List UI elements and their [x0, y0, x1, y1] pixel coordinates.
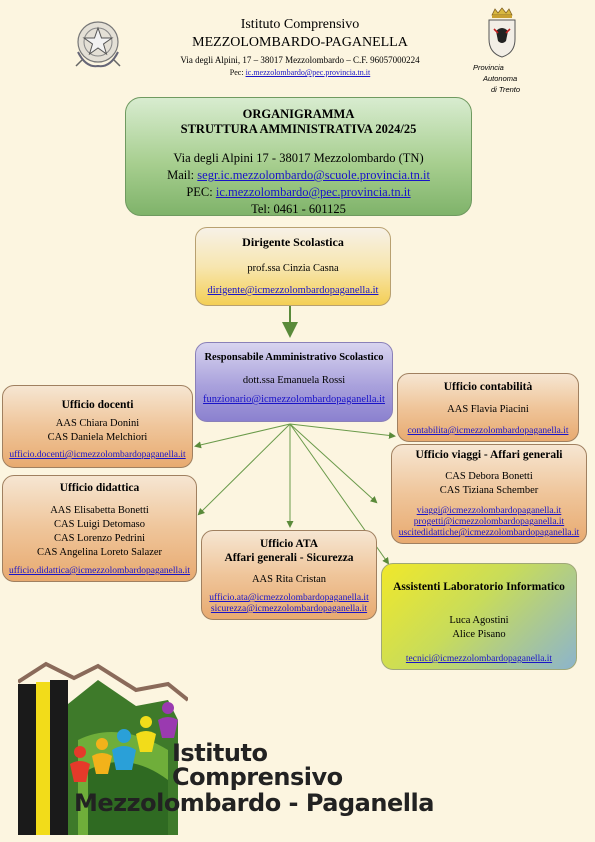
- school-pec: Pec: ic.mezzolombardo@pec.provincia.tn.i…: [229, 68, 371, 77]
- logo-text-line2: Comprensivo: [172, 763, 343, 791]
- responsabile-email-link[interactable]: funzionario@icmezzolombardopaganella.it: [203, 394, 385, 405]
- didattica-person: CAS Lorenzo Pedrini: [54, 533, 145, 544]
- laboratorio-title: Assistenti Laboratorio Informatico: [393, 581, 565, 593]
- dirigente-email-link[interactable]: dirigente@icmezzolombardopaganella.it: [207, 285, 379, 296]
- organigramma-box: ORGANIGRAMMA STRUTTURA AMMINISTRATIVA 20…: [125, 97, 472, 216]
- arrow-to-viaggi: [289, 423, 378, 504]
- school-address: Via degli Alpini, 17 – 38017 Mezzolombar…: [180, 55, 420, 65]
- header-pec-link[interactable]: ic.mezzolombardo@pec.provincia.tn.it: [245, 68, 371, 77]
- dirigente-box: Dirigente Scolastica prof.ssa Cinzia Cas…: [195, 227, 391, 306]
- didattica-email-link[interactable]: ufficio.didattica@icmezzolombardopaganel…: [8, 566, 191, 576]
- org-address: Via degli Alpini 17 - 38017 Mezzolombard…: [173, 151, 424, 165]
- ufficio-didattica-box: Ufficio didattica AAS Elisabetta Bonetti…: [2, 475, 197, 582]
- docenti-email-link[interactable]: ufficio.docenti@icmezzolombardopaganella…: [9, 450, 186, 460]
- arrow-to-contabilita: [289, 423, 396, 439]
- docenti-person: CAS Daniela Melchiori: [47, 432, 148, 443]
- org-title: ORGANIGRAMMA: [242, 107, 355, 121]
- viaggi-email-link[interactable]: viaggi@icmezzolombardopaganella.it: [416, 506, 562, 516]
- didattica-person: AAS Elisabetta Bonetti: [50, 505, 149, 516]
- progetti-email-link[interactable]: progetti@icmezzolombardopaganella.it: [413, 517, 565, 527]
- didattica-title: Ufficio didattica: [59, 482, 140, 494]
- arrow-to-docenti: [194, 423, 291, 449]
- laboratorio-person: Alice Pisano: [452, 629, 506, 640]
- org-subtitle: STRUTTURA AMMINISTRATIVA 2024/25: [180, 122, 417, 136]
- contabilita-title: Ufficio contabilità: [443, 381, 533, 393]
- docenti-title: Ufficio docenti: [61, 399, 134, 411]
- contabilita-email-link[interactable]: contabilita@icmezzolombardopaganella.it: [407, 426, 569, 436]
- uscite-email-link[interactable]: uscitedidattiche@icmezzolombardopaganell…: [398, 528, 580, 538]
- didattica-person: CAS Luigi Detomaso: [54, 519, 145, 530]
- ata-email-link[interactable]: ufficio.ata@icmezzolombardopaganella.it: [209, 593, 369, 603]
- logo-text-line1: Istituto: [172, 739, 268, 767]
- ufficio-contabilita-box: Ufficio contabilità AAS Flavia Piacini c…: [397, 373, 579, 442]
- viaggi-title: Ufficio viaggi - Affari generali: [415, 449, 563, 461]
- ata-title: Ufficio ATA: [259, 538, 319, 550]
- laboratorio-box: Assistenti Laboratorio Informatico Luca …: [381, 563, 577, 670]
- laboratorio-person: Luca Agostini: [449, 615, 509, 626]
- org-tel: Tel: 0461 - 601125: [251, 202, 346, 216]
- ufficio-ata-box: Ufficio ATA Affari generali - Sicurezza …: [201, 530, 377, 620]
- italian-emblem-icon: [75, 21, 121, 68]
- responsabile-title: Responsabile Amministrativo Scolastico: [204, 352, 384, 363]
- ata-person: AAS Rita Cristan: [251, 574, 327, 585]
- school-subtitle: MEZZOLOMBARDO-PAGANELLA: [192, 35, 408, 50]
- contabilita-person: AAS Flavia Piacini: [447, 404, 529, 415]
- org-pec: PEC: ic.mezzolombardo@pec.provincia.tn.i…: [186, 185, 411, 199]
- school-name: Istituto Comprensivo: [240, 17, 360, 32]
- org-mail: Mail: segr.ic.mezzolombardo@scuole.provi…: [167, 168, 430, 182]
- ata-subtitle: Affari generali - Sicurezza: [224, 552, 354, 564]
- trento-coat-of-arms-icon: [488, 7, 516, 58]
- responsabile-person: dott.ssa Emanuela Rossi: [242, 375, 346, 386]
- ufficio-docenti-box: Ufficio docenti AAS Chiara Donini CAS Da…: [2, 385, 193, 468]
- responsabile-box: Responsabile Amministrativo Scolastico d…: [195, 342, 393, 422]
- docenti-person: AAS Chiara Donini: [55, 418, 140, 429]
- ufficio-viaggi-box: Ufficio viaggi - Affari generali CAS Deb…: [391, 444, 587, 544]
- sicurezza-email-link[interactable]: sicurezza@icmezzolombardopaganella.it: [210, 604, 368, 614]
- viaggi-person: CAS Tiziana Schember: [439, 485, 539, 496]
- dirigente-title: Dirigente Scolastica: [242, 235, 344, 249]
- org-mail-link[interactable]: segr.ic.mezzolombardo@scuole.provincia.t…: [197, 168, 430, 182]
- province-label: Provincia Autonoma di Trento: [473, 63, 521, 94]
- laboratorio-email-link[interactable]: tecnici@icmezzolombardopaganella.it: [405, 654, 553, 664]
- dirigente-person: prof.ssa Cinzia Casna: [247, 263, 339, 274]
- didattica-person: CAS Angelina Loreto Salazer: [36, 547, 163, 558]
- school-logo-icon: [18, 661, 188, 835]
- viaggi-person: CAS Debora Bonetti: [445, 471, 533, 482]
- logo-text-line3: Mezzolombardo - Paganella: [74, 789, 434, 817]
- arrow-to-didattica: [197, 423, 291, 516]
- org-pec-link[interactable]: ic.mezzolombardo@pec.provincia.tn.it: [215, 185, 411, 199]
